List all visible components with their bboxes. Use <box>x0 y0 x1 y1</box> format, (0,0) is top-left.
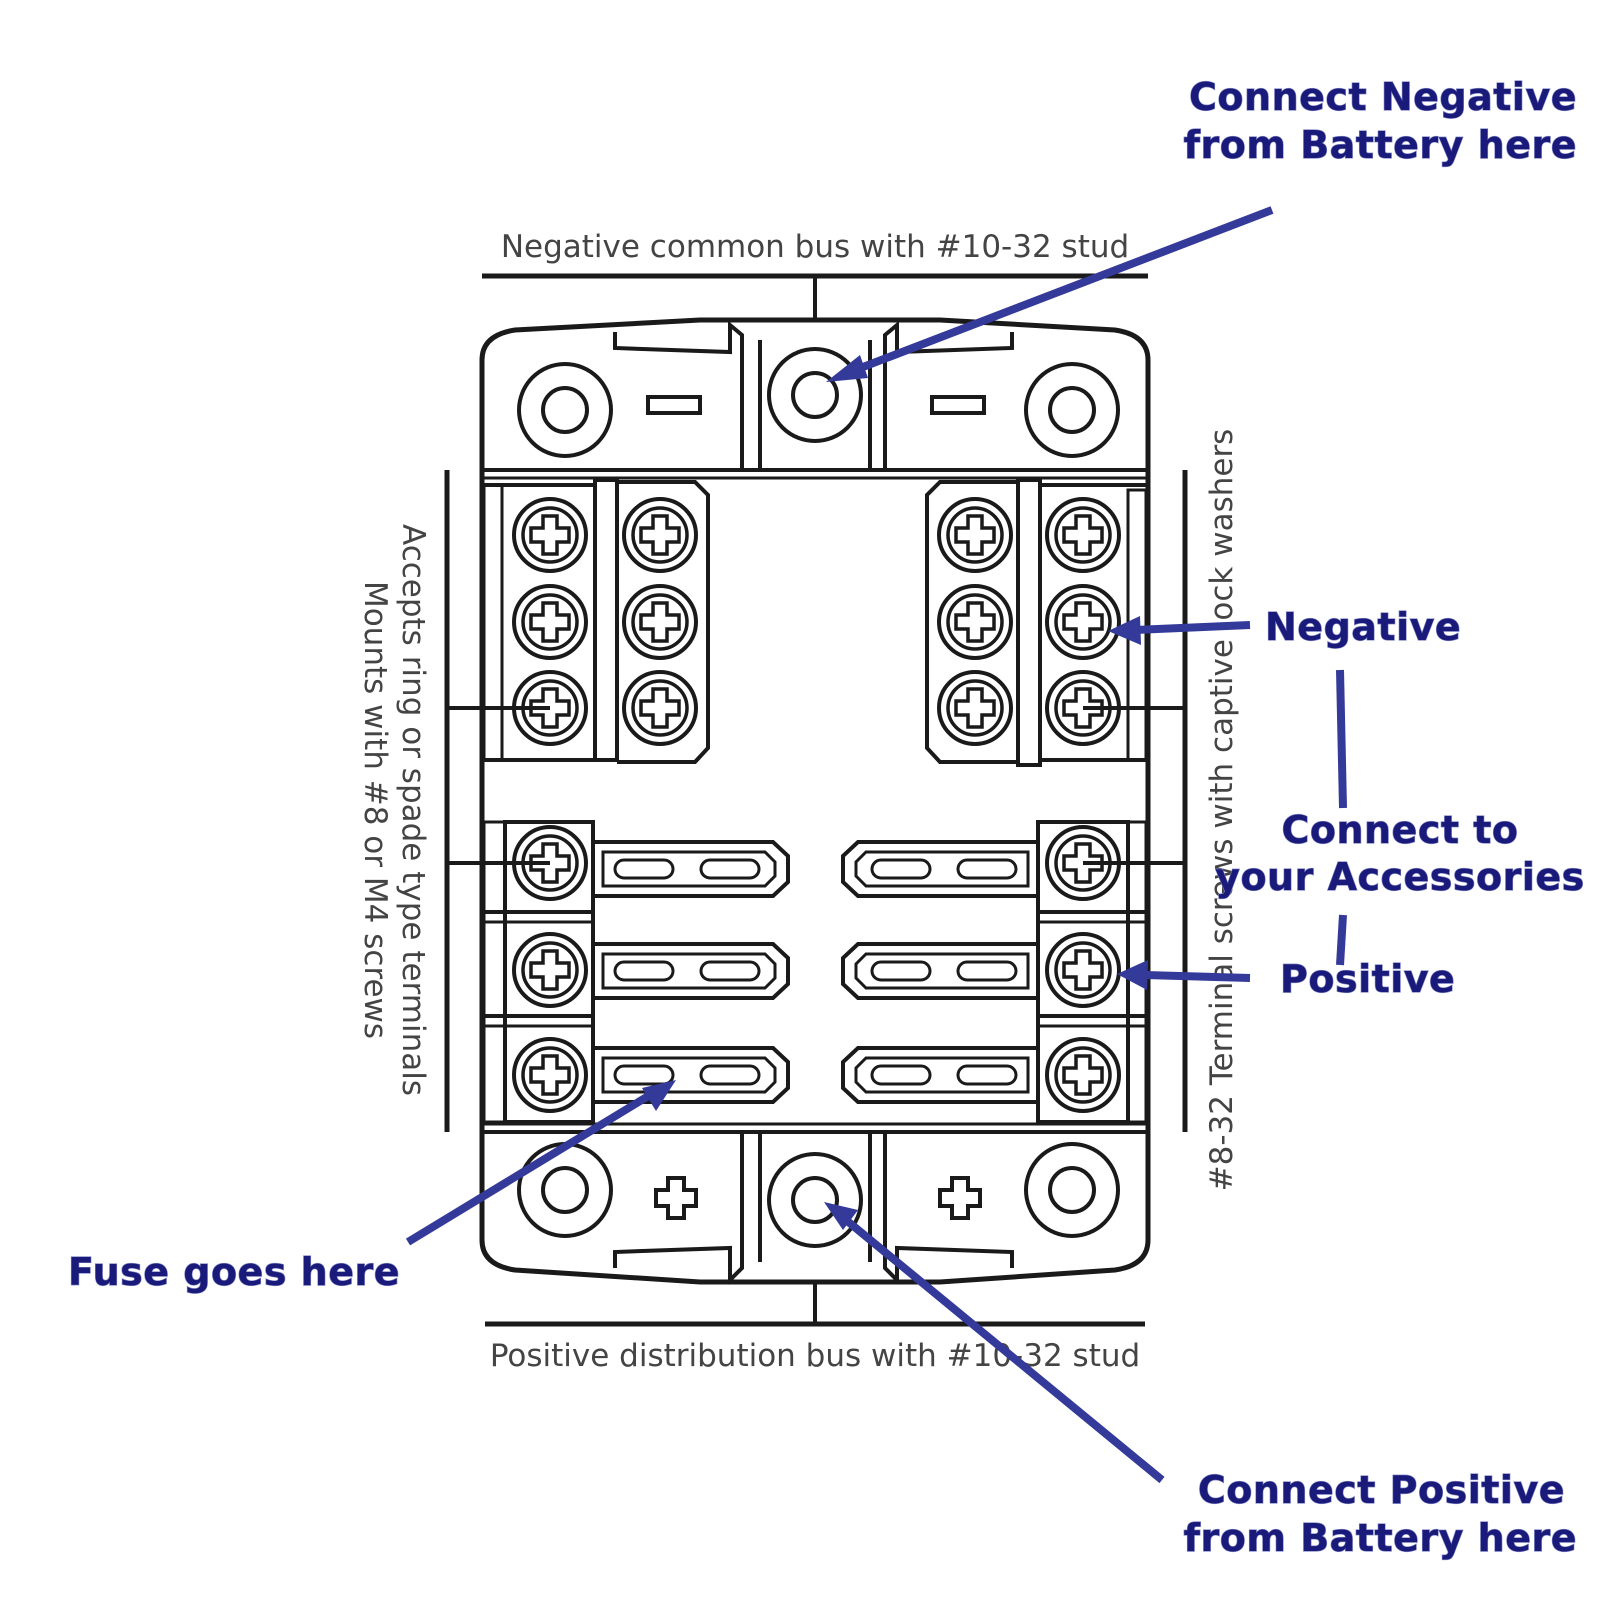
callout-negative-battery-line1: Connect Negative <box>1189 75 1577 119</box>
fused-outputs-left <box>482 820 790 1124</box>
connector-accessories-top <box>1336 669 1347 809</box>
negative-bus-label: Negative common bus with #10-32 stud <box>501 229 1129 265</box>
left-label-mounting: Mounts with #8 or M4 screws <box>357 581 393 1039</box>
terminal-screw <box>1045 932 1121 1008</box>
terminal-screw <box>622 584 698 660</box>
plus-sign-left <box>654 1176 698 1220</box>
negative-terminals-right <box>925 478 1148 767</box>
left-label-terminals: Accepts ring or spade type terminals <box>395 524 431 1096</box>
fused-outputs-right <box>841 820 1148 1124</box>
callout-positive-battery-line2: from Battery here <box>1184 1516 1578 1560</box>
terminal-screw <box>1045 1037 1121 1113</box>
minus-sign-left <box>646 395 702 415</box>
negative-terminals-left <box>482 478 710 764</box>
terminal-screw <box>1045 497 1121 573</box>
terminal-screw <box>937 670 1013 746</box>
terminal-screw <box>622 670 698 746</box>
arrow-fuse <box>405 1080 676 1246</box>
fuse-slot <box>841 1046 1040 1104</box>
arrow-negative-battery <box>826 206 1274 382</box>
callout-negative-battery-line2: from Battery here <box>1184 123 1578 167</box>
negative-stud <box>767 347 863 443</box>
arrow-positive <box>1117 960 1251 990</box>
arrow-negative <box>1108 616 1251 645</box>
callout-fuse: Fuse goes here <box>68 1250 400 1294</box>
terminal-screw <box>512 497 588 573</box>
mount-hole-bottom-right <box>1024 1142 1120 1238</box>
fuse-slot <box>841 942 1040 1000</box>
positive-stud <box>767 1152 863 1248</box>
terminal-screw <box>937 584 1013 660</box>
mount-hole-top-left <box>517 362 613 458</box>
fuse-slot <box>591 840 790 898</box>
terminal-screw <box>937 497 1013 573</box>
callout-accessories-line1: Connect to <box>1281 808 1518 852</box>
right-label-screws: #8-32 Terminal screws with captive lock … <box>1204 429 1240 1192</box>
fuse-slot <box>841 840 1040 898</box>
callout-negative: Negative <box>1265 605 1461 649</box>
fuse-slot <box>591 942 790 1000</box>
callout-positive-battery-line1: Connect Positive <box>1198 1468 1565 1512</box>
minus-sign-right <box>930 395 986 415</box>
callout-positive: Positive <box>1280 957 1455 1001</box>
terminal-screw <box>512 584 588 660</box>
terminal-screw <box>512 932 588 1008</box>
connector-accessories-bottom <box>1336 914 1347 966</box>
positive-bus-label: Positive distribution bus with #10-32 st… <box>490 1338 1140 1374</box>
arrow-positive-battery <box>824 1202 1165 1484</box>
plus-sign-right <box>938 1176 982 1220</box>
callout-accessories-line2: your Accessories <box>1215 855 1585 899</box>
mount-hole-top-right <box>1024 362 1120 458</box>
fuse-slot <box>591 1046 790 1104</box>
terminal-screw <box>1045 584 1121 660</box>
terminal-screw <box>622 497 698 573</box>
terminal-screw <box>512 1037 588 1113</box>
